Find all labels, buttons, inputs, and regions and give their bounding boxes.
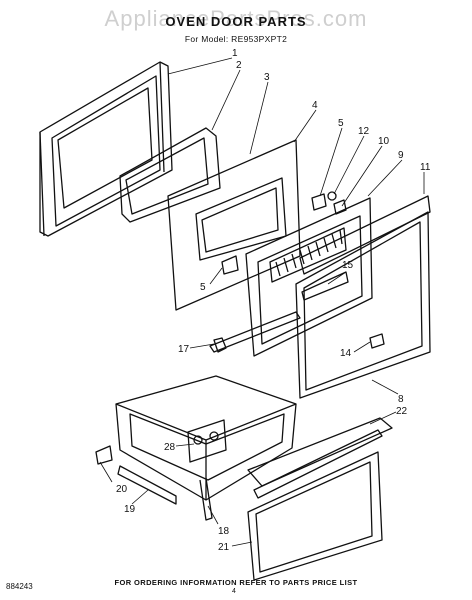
- part-2-window-glass: [119, 127, 221, 223]
- callout-14: 14: [340, 348, 352, 359]
- callout-4: 4: [312, 100, 318, 111]
- callout-18: 18: [218, 526, 230, 537]
- page-number: 4: [232, 588, 236, 595]
- part-11-door-gasket: [295, 195, 431, 399]
- callout-28: 28: [164, 442, 176, 453]
- callout-17: 17: [178, 344, 190, 355]
- part-17-bottom-trim: [209, 311, 301, 353]
- part-5-bracket-lower: [221, 255, 239, 275]
- part-3-inner-panel: [167, 139, 301, 311]
- part-14-clip: [369, 333, 385, 349]
- callout-1: 1: [232, 48, 238, 59]
- callout-9: 9: [398, 150, 404, 161]
- callout-3: 3: [264, 72, 270, 83]
- callout-10: 10: [378, 136, 390, 147]
- callout-5-lower: 5: [200, 282, 206, 293]
- callout-2: 2: [236, 60, 242, 71]
- callout-20: 20: [116, 484, 128, 495]
- callout-22: 22: [396, 406, 408, 417]
- part-10-clip: [333, 199, 347, 215]
- part-5-bracket-upper: [311, 193, 327, 211]
- watermark: AppliancePartsPros.com: [104, 6, 368, 31]
- part-1-outer-door-frame: [39, 61, 173, 237]
- callout-5-top: 5: [338, 118, 344, 129]
- callout-12: 12: [358, 126, 370, 137]
- callout-15: 15: [342, 260, 354, 271]
- diagram-title: OVEN DOOR PARTS: [165, 14, 307, 29]
- callout-8: 8: [398, 394, 404, 405]
- drawer-assembly: [95, 375, 393, 581]
- ordering-note: FOR ORDERING INFORMATION REFER TO PARTS …: [114, 578, 358, 587]
- callout-11: 11: [420, 162, 431, 173]
- part-code: 884243: [6, 582, 33, 591]
- callout-21: 21: [218, 542, 230, 553]
- callout-19: 19: [124, 504, 136, 515]
- model-subtitle: For Model: RE953PXPT2: [184, 34, 288, 44]
- part-12-clip: [327, 191, 337, 201]
